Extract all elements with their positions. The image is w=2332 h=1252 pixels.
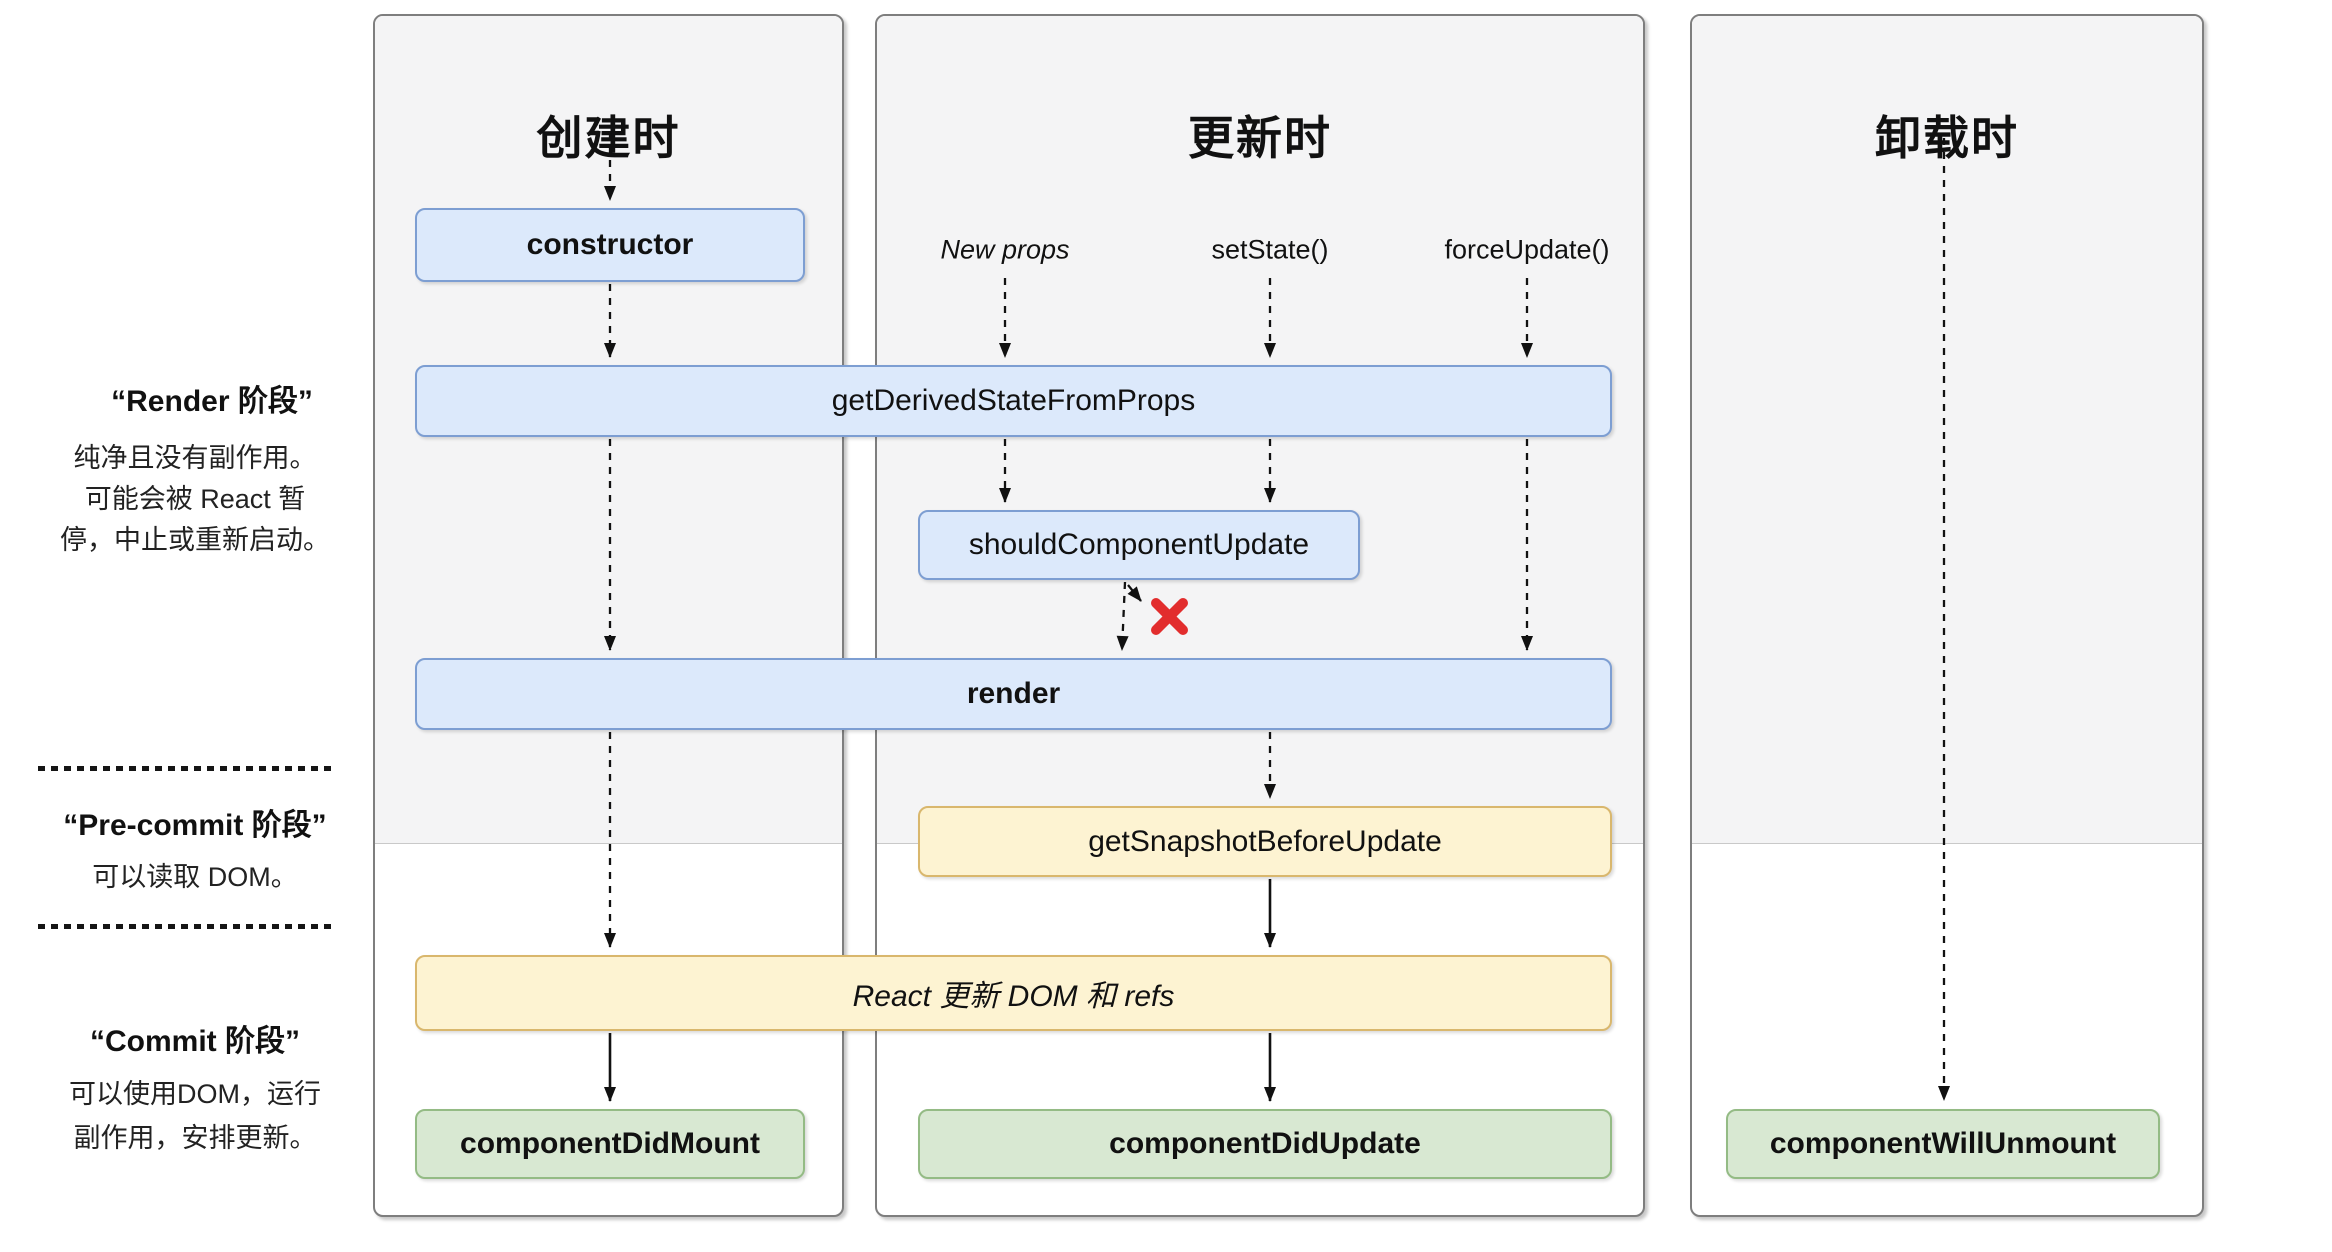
get-derived-state-from-props-box: getDerivedStateFromProps: [415, 365, 1612, 437]
column-title-updating: 更新时: [1188, 112, 1332, 165]
column-title-unmounting: 卸载时: [1875, 112, 2019, 165]
component-did-mount-box: componentDidMount: [415, 1109, 805, 1179]
panel-unmounting: 卸载时: [1690, 14, 2204, 1217]
component-will-unmount-box: componentWillUnmount: [1726, 1109, 2160, 1179]
trigger-set-state: setState(): [1211, 234, 1329, 265]
commit-phase-description: 可以使用DOM，运行 副作用，安排更新。: [69, 1079, 321, 1153]
commit-phase-title: “Commit 阶段”: [90, 1025, 300, 1058]
column-title-mounting: 创建时: [536, 112, 681, 165]
trigger-new-props: New props: [940, 234, 1070, 265]
get-snapshot-before-update-box: getSnapshotBeforeUpdate: [918, 806, 1612, 877]
component-did-update-box: componentDidUpdate: [918, 1109, 1612, 1179]
render-phase-title: “Render 阶段”: [111, 385, 313, 418]
should-component-update-box: shouldComponentUpdate: [918, 510, 1360, 580]
phase-separator-top: [38, 766, 332, 771]
panel-updating: 更新时: [875, 14, 1645, 1217]
panel-mounting: 创建时: [373, 14, 844, 1217]
render-phase-description: 纯净且没有副作用。 可能会被 React 暂 停，中止或重新启动。: [60, 443, 330, 555]
constructor-box: constructor: [415, 208, 805, 282]
render-phase-shading: [1692, 16, 2202, 844]
render-box: render: [415, 658, 1612, 730]
trigger-force-update: forceUpdate(): [1444, 234, 1610, 265]
pre-commit-phase-description: 可以读取 DOM。: [92, 862, 298, 892]
react-updates-dom-box: React 更新 DOM 和 refs: [415, 955, 1612, 1031]
pre-commit-phase-title: “Pre-commit 阶段”: [63, 809, 327, 842]
phase-separator-bottom: [38, 924, 332, 929]
